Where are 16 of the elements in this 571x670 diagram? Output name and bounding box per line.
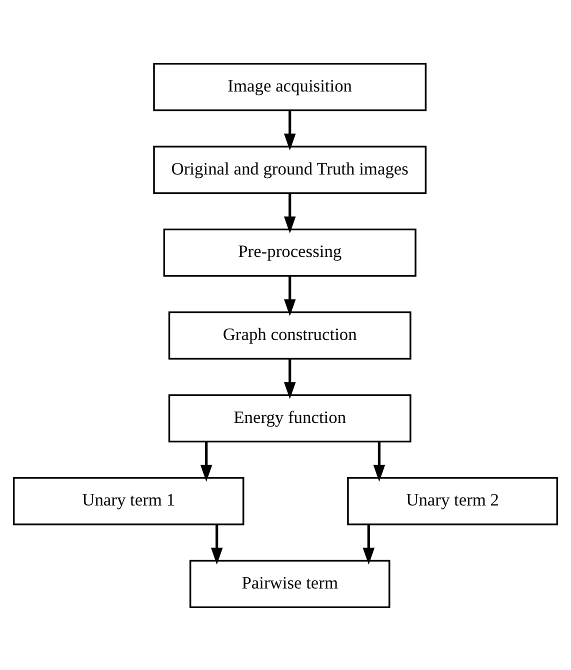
node-box: Pairwise term xyxy=(189,559,390,608)
arrow xyxy=(210,524,223,564)
arrow xyxy=(284,276,296,316)
arrow xyxy=(284,192,296,233)
arrow xyxy=(373,441,386,482)
arrow xyxy=(284,110,296,150)
node-box: Energy function xyxy=(168,394,412,442)
node-box: Image acquisition xyxy=(153,62,427,111)
node-box: Unary term 1 xyxy=(12,476,244,525)
node-box: Original and ground Truth images xyxy=(153,145,427,194)
arrow xyxy=(362,524,375,564)
node-box: Pre-processing xyxy=(163,228,416,276)
arrow xyxy=(200,441,212,482)
arrow xyxy=(284,358,296,398)
node-box: Graph construction xyxy=(168,310,412,360)
node-box: Unary term 2 xyxy=(347,476,558,525)
